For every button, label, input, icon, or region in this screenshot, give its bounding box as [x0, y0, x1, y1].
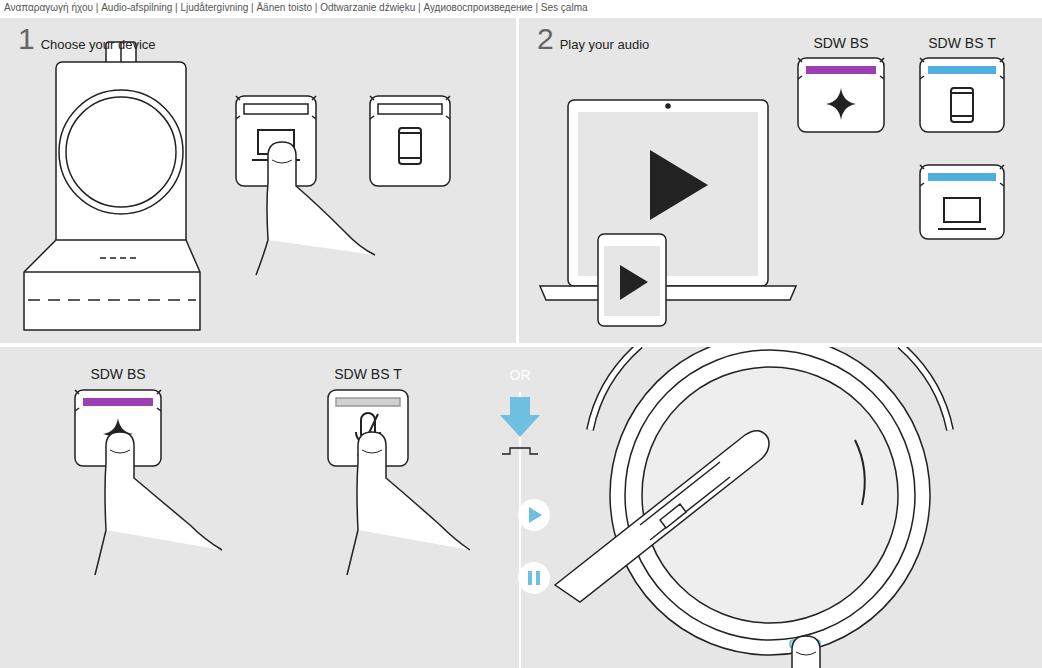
- panel: [519, 18, 1042, 343]
- step-title: Play your audio: [560, 37, 650, 52]
- headset-button-symbol: [500, 397, 550, 594]
- panel: [0, 18, 516, 343]
- header-text: Αναπαραγωγή ήχου | Audio-afspilning | Lj…: [4, 2, 588, 13]
- step-panel: 1 Choose your device: [0, 18, 516, 343]
- pause-button: [75, 390, 470, 575]
- step-title: Choose your device: [41, 37, 156, 52]
- laptop-phone: [540, 100, 796, 326]
- step-heading: 2 Play your audio: [537, 24, 649, 54]
- step-number: 1: [18, 24, 35, 54]
- step-number: 2: [537, 24, 554, 54]
- step-heading: 1 Choose your device: [18, 24, 156, 54]
- model-name: SDW BS: [813, 36, 868, 51]
- or-label: OR: [510, 368, 531, 383]
- model-name: SDW BS T: [928, 36, 995, 51]
- base-station: [24, 42, 200, 330]
- model-name: SDW BS T: [334, 367, 401, 382]
- status-button: [798, 58, 1004, 239]
- step-panel: 2 Play your audio: [519, 18, 1042, 343]
- headset: [555, 347, 950, 668]
- device-button: [236, 96, 450, 275]
- model-name: SDW BS: [90, 367, 145, 382]
